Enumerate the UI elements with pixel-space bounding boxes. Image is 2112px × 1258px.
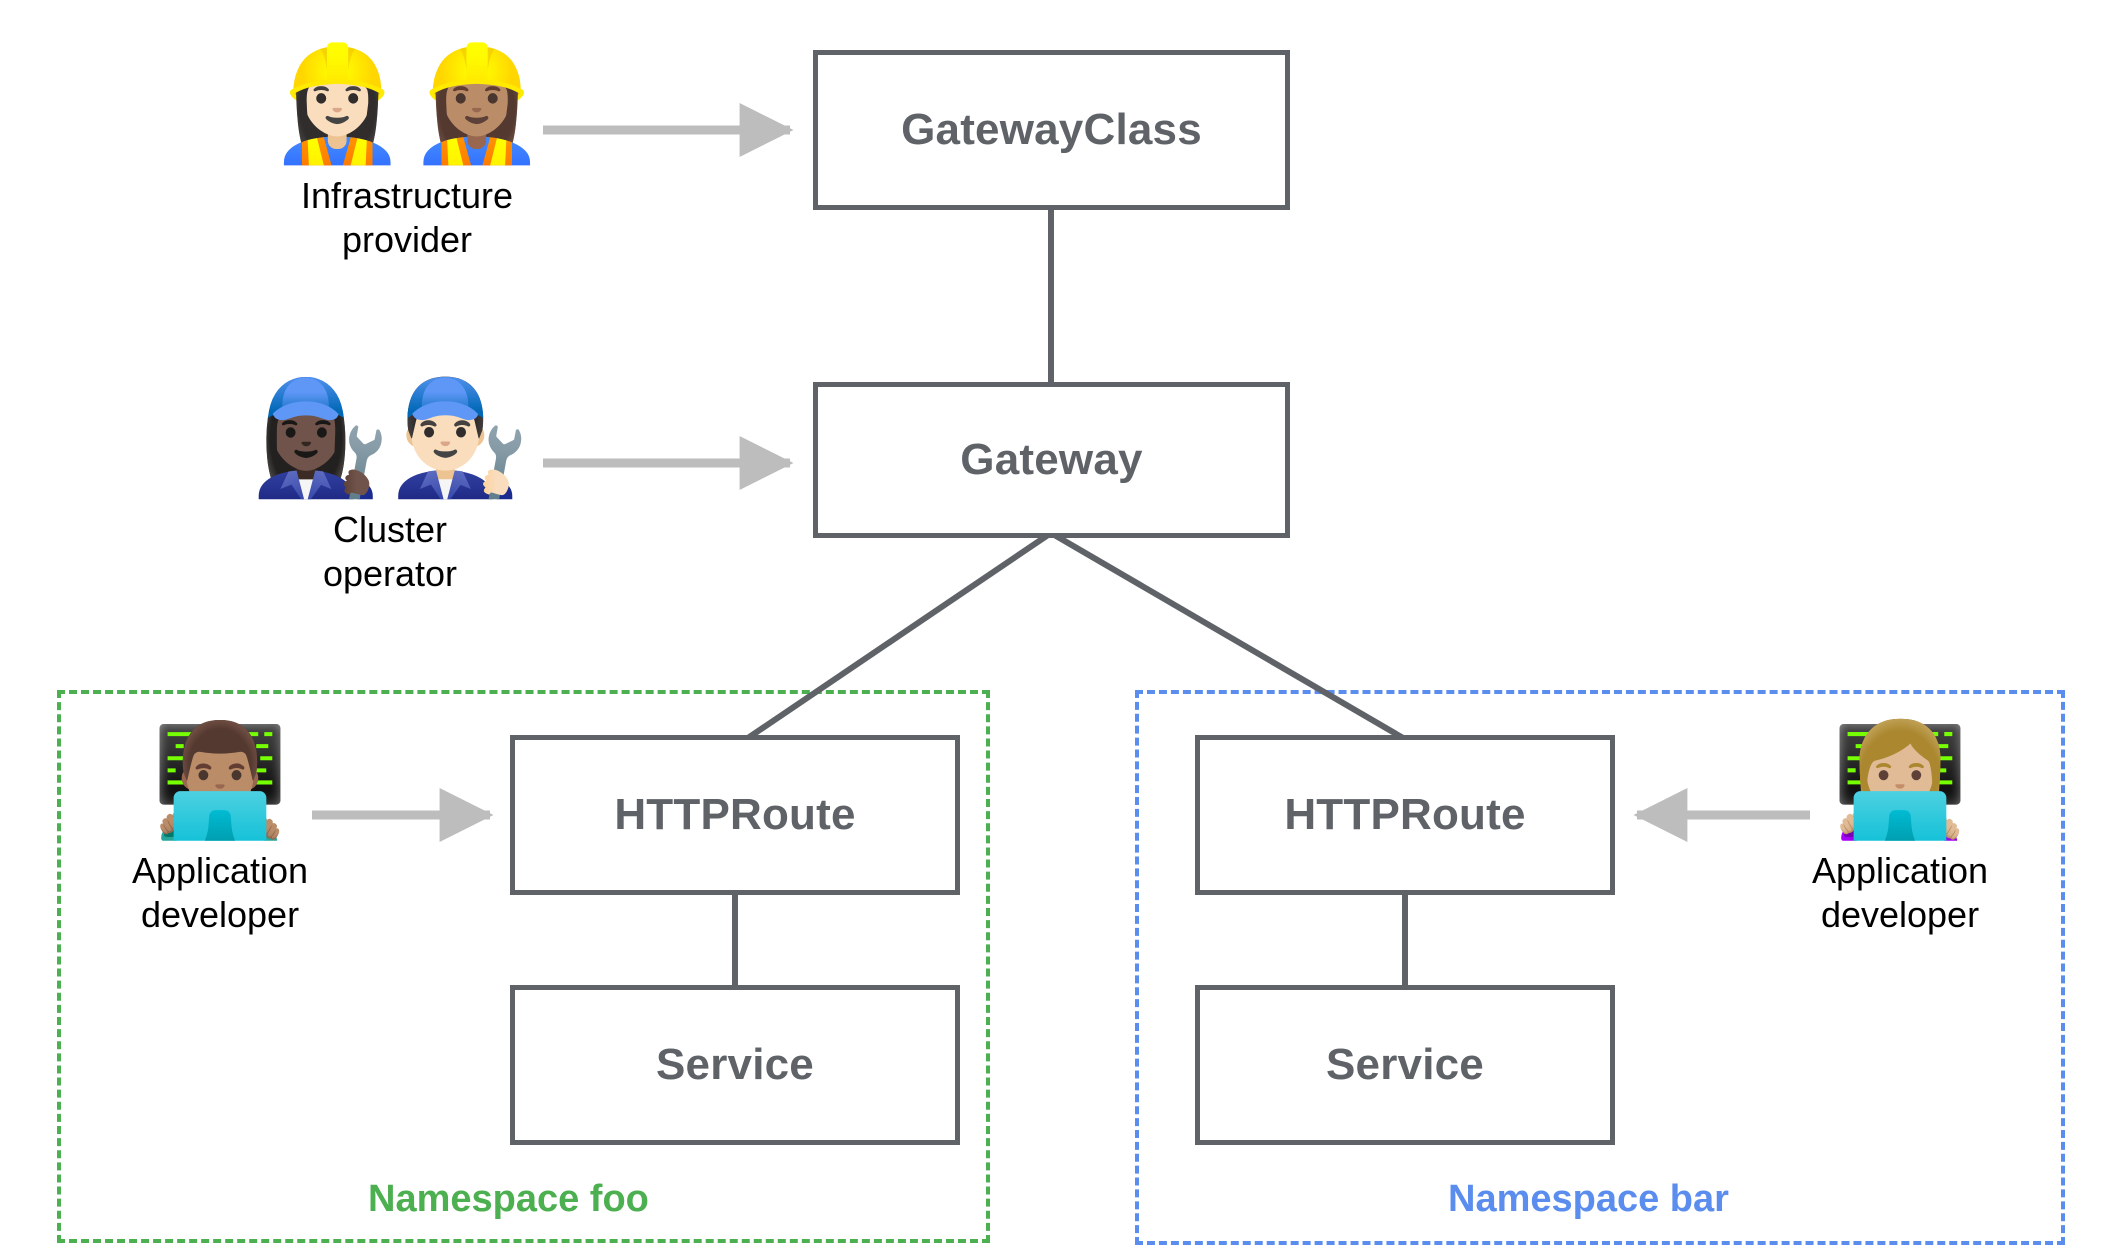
construction-workers-emoji: 👷🏻‍♀️👷🏽‍♀️ [267, 39, 547, 169]
namespace-bar-container [1135, 690, 2065, 1245]
httproute-foo-label: HTTPRoute [614, 790, 856, 839]
persona-cluster-operator: 👩🏿‍🔧👨🏻‍🔧 Cluster operator [245, 382, 535, 596]
persona-app-developer-foo: 👨🏽‍💻 Application developer [95, 725, 345, 937]
service-bar-label: Service [1326, 1040, 1484, 1089]
httproute-bar-box[interactable]: HTTPRoute [1195, 735, 1615, 895]
persona-infrastructure-provider-caption: Infrastructure provider [300, 175, 514, 260]
persona-app-developer-bar: 👩🏼‍💻 Application developer [1775, 725, 2025, 937]
mechanics-emoji: 👩🏿‍🔧👨🏻‍🔧 [250, 373, 530, 503]
service-foo-box[interactable]: Service [510, 985, 960, 1145]
persona-app-developer-bar-caption: Application developer [1811, 850, 1989, 935]
persona-cluster-operator-caption: Cluster operator [322, 509, 458, 594]
gatewayclass-label: GatewayClass [901, 105, 1202, 154]
persona-infrastructure-provider: 👷🏻‍♀️👷🏽‍♀️ Infrastructure provider [262, 48, 552, 262]
service-bar-box[interactable]: Service [1195, 985, 1615, 1145]
httproute-foo-box[interactable]: HTTPRoute [510, 735, 960, 895]
httproute-bar-label: HTTPRoute [1284, 790, 1526, 839]
namespace-foo-label: Namespace foo [368, 1178, 649, 1220]
namespace-bar-label: Namespace bar [1448, 1178, 1729, 1220]
gatewayclass-box[interactable]: GatewayClass [813, 50, 1290, 210]
gateway-box[interactable]: Gateway [813, 382, 1290, 538]
developer-laptop-emoji: 👨🏽‍💻 [151, 716, 289, 844]
namespace-foo-container [57, 690, 990, 1243]
service-foo-label: Service [656, 1040, 814, 1089]
gateway-label: Gateway [960, 435, 1143, 484]
developer-laptop-emoji: 👩🏼‍💻 [1831, 716, 1969, 844]
persona-app-developer-foo-caption: Application developer [131, 850, 309, 935]
